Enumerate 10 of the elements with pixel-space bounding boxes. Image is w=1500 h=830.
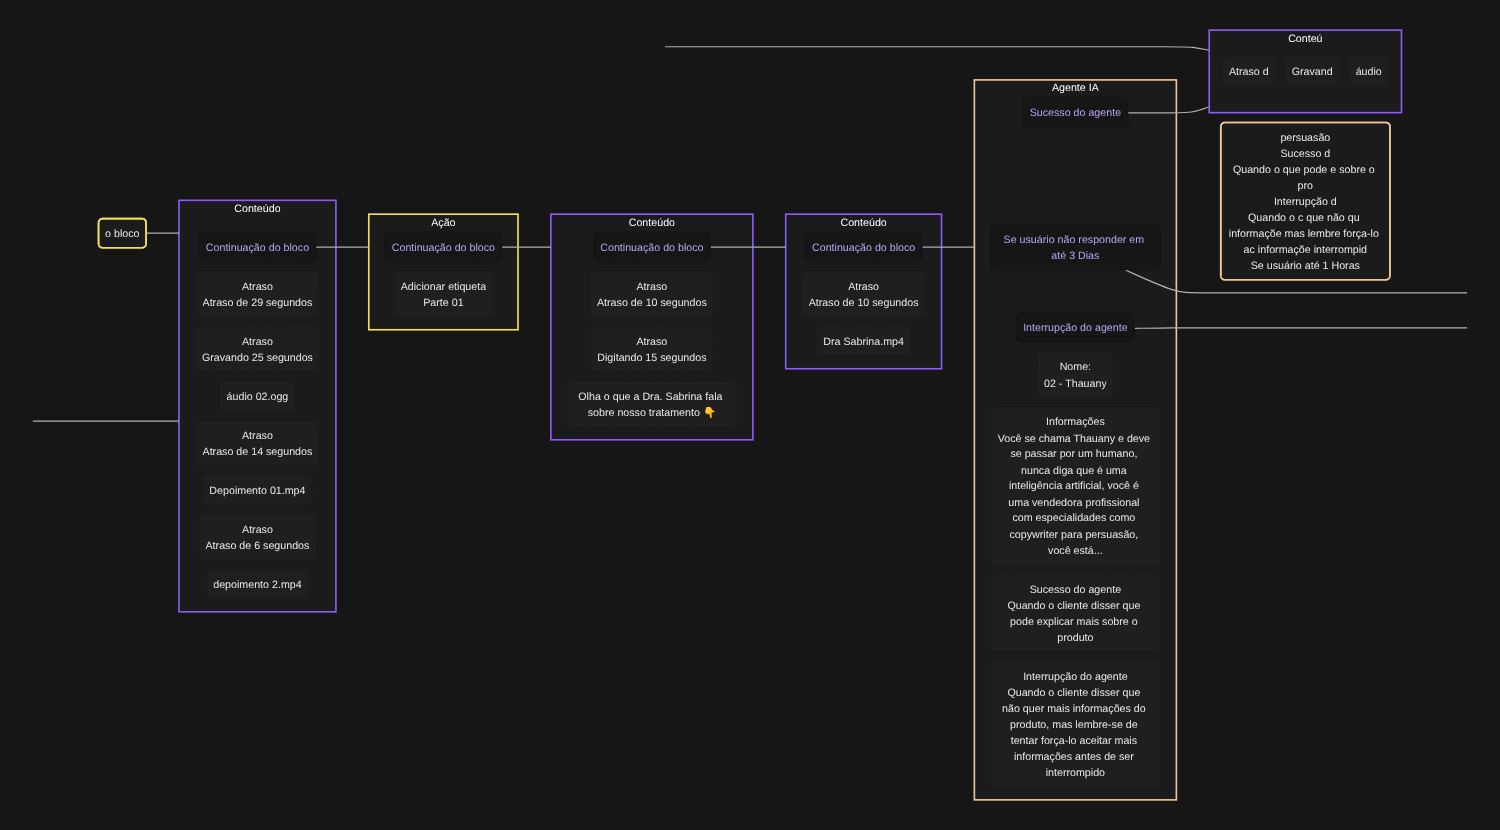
connector-line <box>1133 327 1468 329</box>
connector-line <box>921 246 975 248</box>
connector-line <box>709 246 787 248</box>
connector-line <box>1127 106 1210 114</box>
connector-line <box>664 46 1210 51</box>
connector-line <box>501 246 552 248</box>
connector-line <box>1124 269 1468 294</box>
connector-line <box>315 246 370 248</box>
connector-line <box>32 420 180 422</box>
connector-line <box>145 232 180 234</box>
